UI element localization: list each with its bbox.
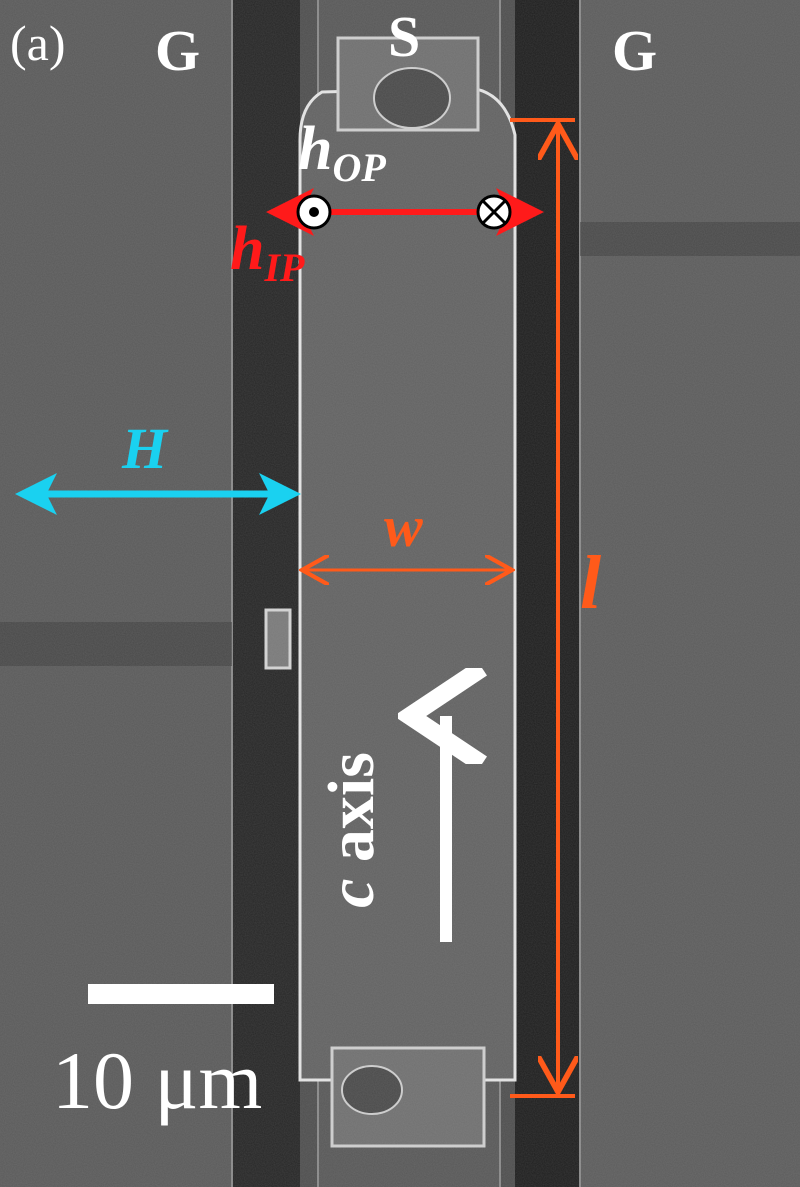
ground-label-left: G: [155, 18, 201, 83]
signal-label: S: [388, 4, 421, 69]
c-axis-label: c axis: [315, 752, 388, 908]
h-op-base: h: [298, 115, 333, 183]
width-label: w: [384, 494, 423, 559]
panel-label: (a): [10, 15, 66, 71]
into-plane-cross-icon: [476, 194, 512, 230]
h-ip-base: h: [230, 215, 265, 283]
field-label: H: [122, 416, 168, 481]
out-of-plane-dot-icon: [296, 194, 332, 230]
h-ip-label: hIP: [230, 218, 304, 288]
c-axis-letter: c: [315, 878, 388, 908]
h-op-subscript: OP: [332, 145, 386, 190]
length-label: l: [580, 541, 602, 625]
scale-bar-label: 10 μm: [52, 1035, 263, 1126]
ground-label-right: G: [612, 18, 658, 83]
h-op-label: hOP: [298, 118, 386, 188]
c-axis-word: axis: [315, 752, 388, 879]
scale-bar: [88, 984, 274, 1004]
h-ip-subscript: IP: [264, 245, 305, 290]
